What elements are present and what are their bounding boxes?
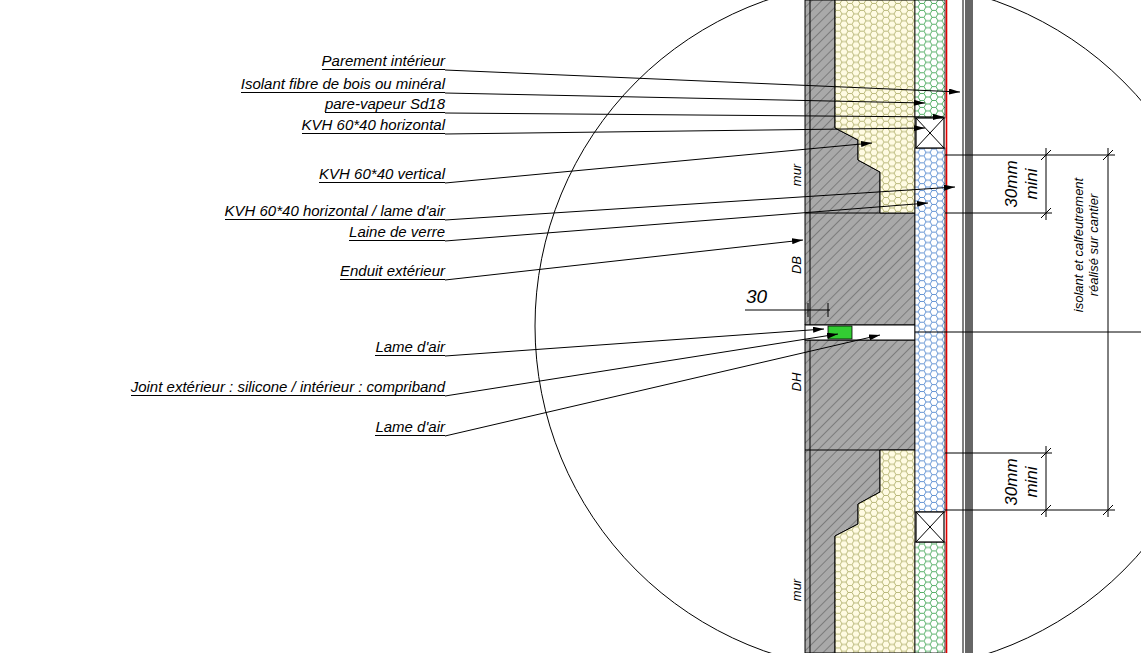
interior-lining xyxy=(965,0,973,653)
render-line xyxy=(810,0,811,325)
air-gap xyxy=(805,325,915,340)
part-label: mur xyxy=(789,164,804,186)
callout-label: Lame d'air xyxy=(375,418,445,436)
callout-label: Enduit extérieur xyxy=(340,262,445,280)
dimension-note: isolant et calfeutrement réalisé sur can… xyxy=(1071,163,1101,328)
callout-label: Isolant fibre de bois ou minéral xyxy=(241,75,445,93)
render-line xyxy=(810,340,811,653)
dimension-value: 30mm mini xyxy=(1002,457,1042,507)
wall-insulation xyxy=(835,450,915,653)
callout-label: KVH 60*40 horizontal / lame d'air xyxy=(225,202,445,220)
block-joint xyxy=(805,449,880,450)
concrete-wall xyxy=(805,340,915,653)
section-body xyxy=(805,0,973,653)
block-joint xyxy=(805,212,880,213)
timber-batten xyxy=(916,118,944,148)
wood-fibre-insulation xyxy=(915,542,945,653)
detail-circle xyxy=(535,0,1141,653)
timber-batten xyxy=(916,512,944,542)
leader-lines xyxy=(445,70,960,436)
part-label: mur xyxy=(789,579,804,601)
dimension-value: 30mm mini xyxy=(1002,159,1042,209)
vapour-barrier xyxy=(946,0,948,653)
callout-label: KVH 60*40 vertical xyxy=(319,165,445,183)
part-label: DB xyxy=(789,256,804,274)
glass-wool xyxy=(915,148,945,512)
wood-fibre-insulation xyxy=(915,0,945,118)
callout-label: KVH 60*40 horizontal xyxy=(302,116,445,134)
part-label: DH xyxy=(789,373,804,392)
callout-label: pare-vapeur Sd18 xyxy=(325,95,445,113)
concrete-wall xyxy=(805,0,915,325)
callout-label: Parement intérieur xyxy=(322,52,445,70)
dimension-value: 30 xyxy=(746,287,767,307)
callout-label: Lame d'air xyxy=(375,338,445,356)
joint-symbol xyxy=(828,326,852,339)
wall-insulation xyxy=(835,0,915,213)
dimension-lines xyxy=(745,148,1141,517)
callout-label: Laine de verre xyxy=(349,223,445,241)
lining-edge xyxy=(963,0,964,653)
callout-label: Joint extérieur : silicone / intérieur :… xyxy=(131,378,445,396)
